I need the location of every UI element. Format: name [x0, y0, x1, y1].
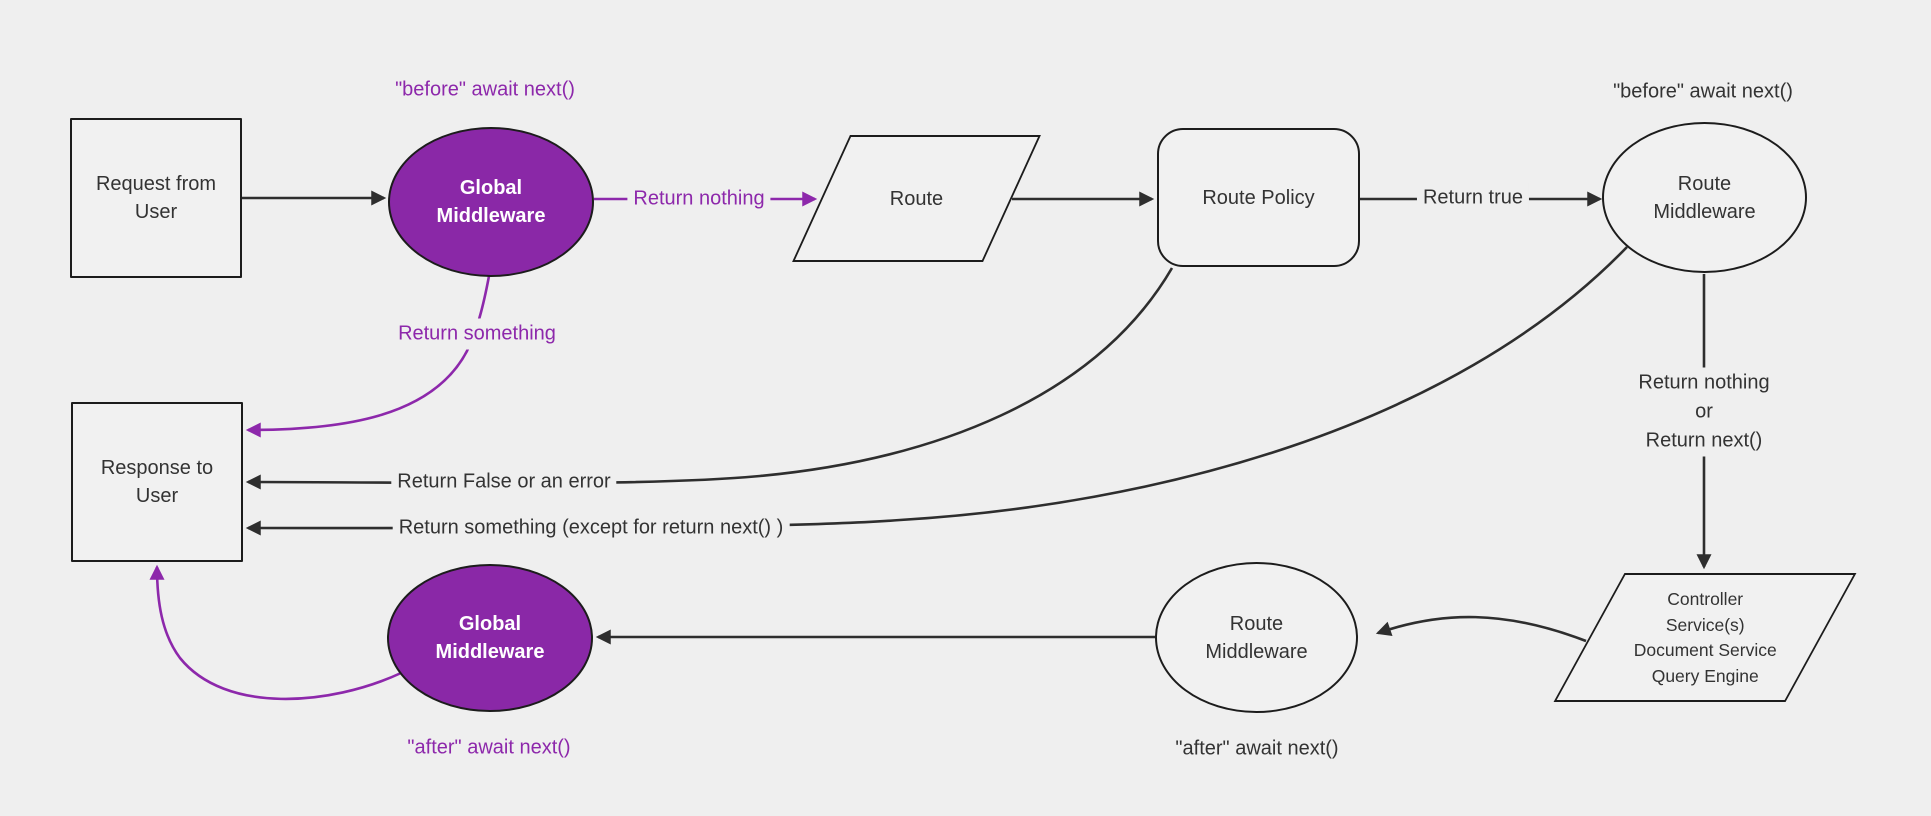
label-return-true: Return true [1416, 182, 1530, 214]
node-route-middleware-before-label: Route Middleware [1653, 172, 1756, 223]
label-return-nothing: Return nothing [627, 183, 771, 215]
label-before-await-next-left: "before" await next() [395, 78, 575, 101]
node-response-label: Response to User [100, 457, 214, 507]
node-route-middleware-after: Route Middleware [1155, 562, 1358, 713]
node-route-policy: Route Policy [1157, 128, 1360, 267]
label-after-await-next-left: "after" await next() [407, 736, 571, 759]
label-after-await-next-right: "after" await next() [1175, 737, 1339, 760]
label-before-await-next-right: "before" await next() [1613, 80, 1793, 103]
node-route-policy-label: Route Policy [1202, 186, 1315, 209]
label-return-something: Return something [392, 318, 562, 350]
edge-global-middleware-after-to-response [149, 564, 402, 701]
node-route-middleware-before: Route Middleware [1602, 122, 1807, 273]
node-request-label: Request from User [95, 173, 217, 223]
label-return-false-or-error: Return False or an error [391, 466, 617, 498]
node-global-middleware-before: Global Middleware [388, 127, 594, 277]
node-response-to-user: Response to User [71, 402, 243, 562]
node-route-middleware-after-label: Route Middleware [1205, 612, 1308, 663]
label-return-nothing-or-next: Return nothing or Return next() [1632, 367, 1776, 457]
node-controller-services-label: Controller Service(s) Document Service Q… [1633, 588, 1777, 686]
node-global-middleware-after-label: Global Middleware [435, 613, 545, 663]
node-global-middleware-before-label: Global Middleware [436, 177, 546, 227]
node-route-label: Route [889, 187, 944, 210]
edge-controller-to-route-middleware-after [1375, 615, 1587, 643]
edge-global-middleware-to-response [245, 275, 491, 438]
node-global-middleware-after: Global Middleware [387, 564, 593, 712]
node-request-from-user: Request from User [70, 118, 242, 278]
edge-route-policy-to-response [245, 267, 1174, 490]
label-return-something-except: Return something (except for return next… [392, 512, 790, 544]
